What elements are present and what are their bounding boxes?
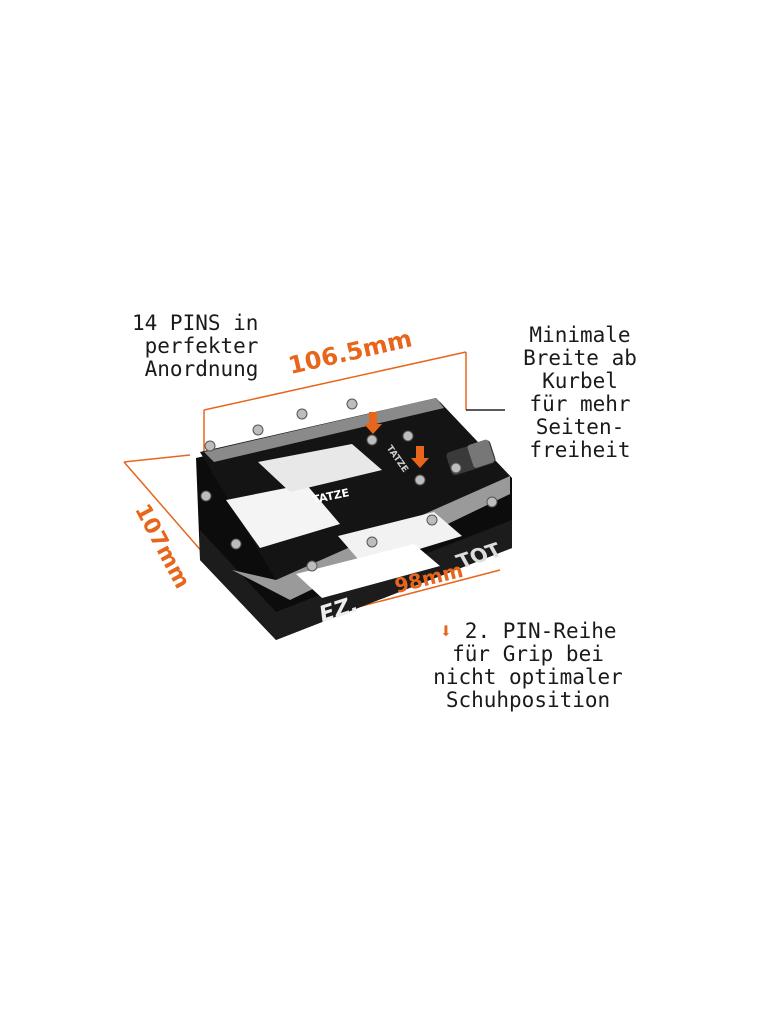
pin (450, 462, 462, 474)
pin (200, 490, 212, 502)
pin (366, 434, 378, 446)
pedal-window-center (258, 444, 382, 492)
width-note-line: Seiten- (535, 415, 625, 439)
pins-note-line: 14 PINS in (132, 311, 259, 335)
pin-row-arrows (364, 412, 429, 468)
width-note-line: Minimale (529, 323, 631, 347)
down-arrow-icon (364, 412, 382, 434)
length-dimension-line (203, 351, 467, 411)
pin (346, 398, 358, 410)
pedal-window-left (226, 484, 340, 548)
pedal-window-right (338, 512, 462, 566)
depth-guide-top (123, 454, 191, 463)
pedal-back-edge (204, 398, 444, 462)
pin-row-note: ⬇ 2. PIN-Reihe für Grip bei nicht optima… (410, 620, 646, 712)
width-note-line: für mehr (529, 392, 631, 416)
pin (296, 408, 308, 420)
pin (426, 514, 438, 526)
pedal-pins (200, 398, 498, 572)
width-note: Minimale Breite ab Kurbel für mehr Seite… (506, 324, 654, 462)
down-arrow-icon (411, 446, 429, 468)
pin-row-note-line: nicht optimaler (433, 665, 623, 689)
pin (402, 430, 414, 442)
pin (306, 560, 318, 572)
width-note-line: freiheit (529, 438, 631, 462)
down-arrow-icon: ⬇ (439, 619, 453, 643)
pedal-spindle-thread (467, 439, 495, 468)
width-note-line: Kurbel (542, 369, 618, 393)
pin-row-note-line: 2. PIN-Reihe (464, 619, 617, 643)
pin (204, 440, 216, 452)
pins-note-line: Anordnung (144, 357, 259, 381)
pins-note-line: perfekter (144, 334, 259, 358)
pin-row-note-line: Schuhposition (445, 688, 611, 712)
width-note-line: Breite ab (523, 346, 637, 370)
pin (230, 538, 242, 550)
pedal-window-bottom (296, 544, 440, 598)
pins-note: 14 PINS in perfekter Anordnung (132, 312, 258, 381)
pin-row-note-line: für Grip bei (452, 642, 604, 666)
pin (366, 536, 378, 548)
pin (252, 424, 264, 436)
pedal-body: TATZE TATZE EZ. TOT (196, 398, 512, 640)
pin (486, 496, 498, 508)
pin-row-note-title: ⬇ 2. PIN-Reihe (410, 620, 646, 643)
pin (414, 474, 426, 486)
